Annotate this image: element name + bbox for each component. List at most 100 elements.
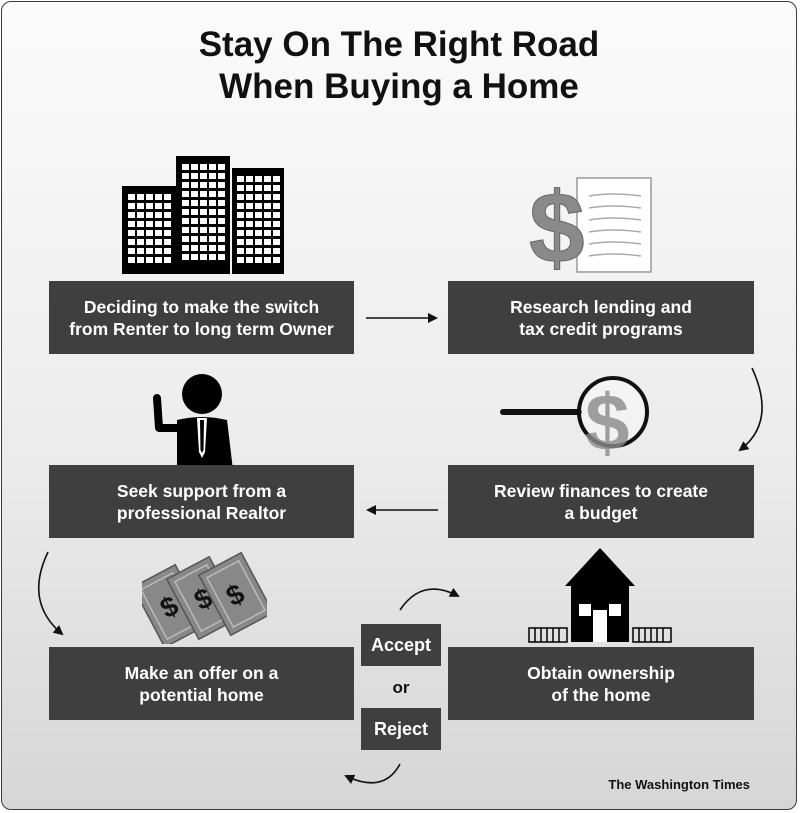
building-window xyxy=(273,203,280,209)
credit-label: The Washington Times xyxy=(608,777,750,792)
svg-text:$: $ xyxy=(585,378,630,462)
building-window xyxy=(155,212,162,218)
building-window xyxy=(164,221,171,227)
building-window xyxy=(264,203,271,209)
building-window xyxy=(273,221,280,227)
building-window xyxy=(128,239,135,245)
building-window xyxy=(246,230,253,236)
building-window xyxy=(255,194,262,200)
building-window xyxy=(246,212,253,218)
building-window xyxy=(218,164,225,170)
building-window xyxy=(264,176,271,182)
building-window xyxy=(218,209,225,215)
step-label-line-1: Obtain ownership xyxy=(527,662,675,683)
building-window xyxy=(146,203,153,209)
building-window xyxy=(255,203,262,209)
page-title: Stay On The Right Road When Buying a Hom… xyxy=(2,24,796,108)
building-window xyxy=(209,227,216,233)
building-window xyxy=(200,173,207,179)
building-window xyxy=(200,182,207,188)
building-window xyxy=(191,236,198,242)
building-window xyxy=(209,191,216,197)
building-window xyxy=(191,209,198,215)
building-window xyxy=(182,245,189,251)
building-window xyxy=(237,248,244,254)
building-window xyxy=(264,239,271,245)
building-window xyxy=(182,209,189,215)
step-label-line-2: professional Realtor xyxy=(116,502,287,523)
step-label-line-2: tax credit programs xyxy=(519,318,683,339)
building-window xyxy=(246,203,253,209)
building-window xyxy=(218,191,225,197)
building-window xyxy=(146,257,153,263)
building-window xyxy=(246,239,253,245)
step-box-review-finances: Review finances to create a budget xyxy=(448,465,754,538)
or-label: or xyxy=(392,678,410,697)
building-window xyxy=(155,248,162,254)
building-window xyxy=(182,173,189,179)
building-window xyxy=(209,245,216,251)
building-window xyxy=(218,236,225,242)
building-window xyxy=(237,239,244,245)
building-window xyxy=(255,230,262,236)
building-window xyxy=(182,164,189,170)
building-window xyxy=(182,182,189,188)
building-windows xyxy=(128,164,280,263)
building-window xyxy=(255,257,262,263)
building-window xyxy=(128,212,135,218)
accept-box: Accept xyxy=(361,624,441,666)
building-window xyxy=(137,230,144,236)
building-window xyxy=(255,176,262,182)
building-window xyxy=(182,236,189,242)
title-line-2: When Buying a Home xyxy=(219,67,579,106)
building-window xyxy=(237,176,244,182)
building-window xyxy=(191,200,198,206)
building-window xyxy=(264,248,271,254)
building-window xyxy=(128,194,135,200)
building-window xyxy=(164,212,171,218)
building-window xyxy=(246,248,253,254)
building-window xyxy=(191,164,198,170)
building-window xyxy=(246,221,253,227)
realtor-person-icon xyxy=(153,374,233,470)
building-window xyxy=(255,221,262,227)
building-window xyxy=(155,230,162,236)
building-window xyxy=(264,230,271,236)
building-window xyxy=(137,257,144,263)
building-window xyxy=(209,164,216,170)
step-box-research-lending: Research lending and tax credit programs xyxy=(448,281,754,354)
building-window xyxy=(218,245,225,251)
building-window xyxy=(209,254,216,260)
arrow-accept-curve xyxy=(399,587,460,611)
building-window xyxy=(155,239,162,245)
building-window xyxy=(200,209,207,215)
building-window xyxy=(137,248,144,254)
building-window xyxy=(191,245,198,251)
building-window xyxy=(273,194,280,200)
building-window xyxy=(146,221,153,227)
building-window xyxy=(191,182,198,188)
building-window xyxy=(200,245,207,251)
building-window xyxy=(200,227,207,233)
building-window xyxy=(264,212,271,218)
building-window xyxy=(237,221,244,227)
building-window xyxy=(273,185,280,191)
building-window xyxy=(182,227,189,233)
building-window xyxy=(155,257,162,263)
building-window xyxy=(246,194,253,200)
building-window xyxy=(128,230,135,236)
step-box-seek-realtor: Seek support from a professional Realtor xyxy=(49,465,354,538)
building-window xyxy=(164,230,171,236)
building-window xyxy=(128,203,135,209)
building-window xyxy=(137,239,144,245)
building-window xyxy=(273,176,280,182)
building-window xyxy=(209,200,216,206)
step-label-line-1: Make an offer on a xyxy=(124,662,279,683)
building-window xyxy=(137,203,144,209)
building-window xyxy=(128,257,135,263)
building-window xyxy=(209,182,216,188)
building-window xyxy=(146,230,153,236)
building-window xyxy=(200,236,207,242)
